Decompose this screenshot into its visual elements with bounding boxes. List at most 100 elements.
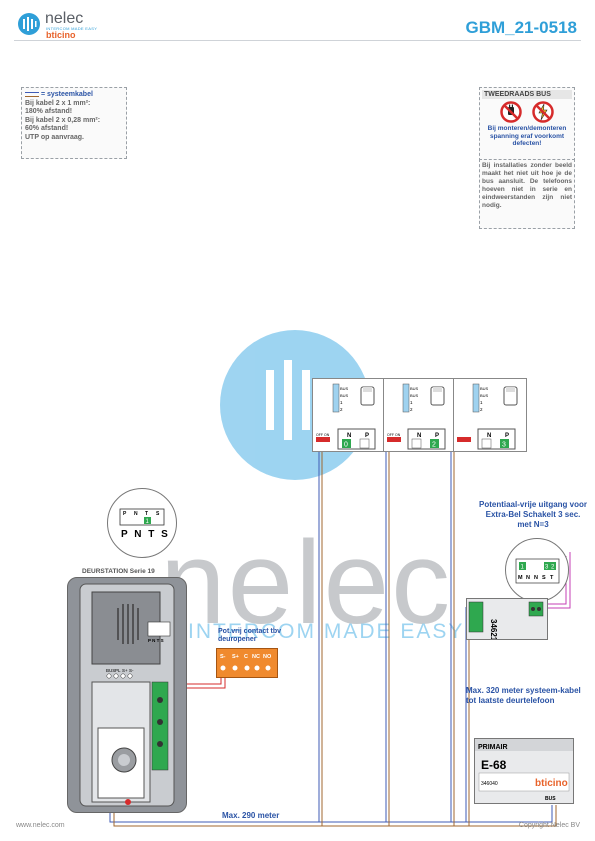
psu-label: PRIMAIR [478,744,508,751]
cable-note-line: Bij kabel 2 x 1 mm²: [25,99,91,107]
dip-top-label: P [123,511,127,517]
phone-np-label: N [417,433,421,439]
bell-dip-bottom: M [518,575,523,581]
station-terminal-label: S+ [122,668,128,673]
station-dip-labels: P N T S [148,638,164,643]
phone-unit-2[interactable]: BUS BUS 1 2 OFF ON N P 2 [383,378,455,452]
phone-terminal-label: BUS [480,386,489,391]
phone-terminal-label: BUS [410,386,419,391]
phone-terminal-label: 2 [340,407,343,412]
power-supply-drawing: PRIMAIR E-68 346040 bticino BUS [475,739,573,802]
station-terminal-label: BUS [106,668,115,673]
phone-terminal-label: BUS [340,393,349,398]
bus-warning-text: Bij monteren/demonteren spanning eraf vo… [487,125,567,147]
contact-terminal-label: NC [252,654,260,660]
phone-np-label: P [365,433,369,439]
dip-zoom-drawing: P N T S 1 P N T S [119,508,168,540]
extra-bell-module[interactable]: 346210 [466,598,548,646]
bell-dip-bottom: S [542,575,546,581]
power-supply[interactable]: PRIMAIR E-68 346040 bticino BUS [474,738,574,804]
door-station-title: DEURSTATION Serie 19 [82,568,155,575]
station-terminal-label: PL [115,668,121,673]
bus-info-box: Bij installaties zonder beeld maakt het … [479,159,575,229]
psu-model: E-68 [481,758,507,772]
phone-terminal-label: 1 [340,400,343,405]
phone-np-label: P [505,433,509,439]
dip-top-label: N [134,511,138,517]
door-station[interactable]: P N T S BUS PL S+ S- [67,577,187,813]
document-code: GBM_21-0518 [465,18,577,37]
sub-brand: bticino [46,30,76,40]
contact-terminal-label: C [244,654,248,660]
phone-terminal-label: 1 [410,400,413,405]
cable-legend: = systeemkabel [25,91,123,100]
watermark-word: nelec [160,517,453,649]
bell-dip-top: 1 [521,565,525,571]
phone-terminal-label: 1 [480,400,483,405]
extra-bell-dip-drawing: 1 3 2 M N N S T [515,558,560,584]
phone-switch-label: OFF ON [316,433,330,437]
bell-wire-magenta-1 [544,552,571,609]
phone-unit-drawing: BUS BUS 1 2 OFF ON N P 0 [316,383,376,450]
dip-value: 1 [146,519,150,525]
cable-note-line: UTP op aanvraag. [25,133,85,141]
bell-dip-bottom: N [526,575,530,581]
psu-bus-label: BUS [545,796,556,802]
phone-address: 0 [344,442,348,449]
bus-info-text: Bij installaties zonder beeld maakt het … [482,162,572,209]
distance-note: Max. 320 meter systeem-kabel tot laatste… [466,686,581,705]
bus-warning-title: TWEEDRAADS BUS [482,90,572,99]
footer-copyright: Copyright Nelec BV [518,822,580,829]
phone-np-label: N [347,433,351,439]
bell-dip-bottom: N [534,575,538,581]
contact-terminal-label: S+ [232,654,239,660]
phone-np-label: P [435,433,439,439]
phone-address: 2 [432,442,436,449]
station-terminal-label: S- [129,668,134,673]
extra-bell-module-drawing: 346210 [468,601,544,646]
phone-address: 3 [502,442,506,449]
bell-dip-top: 3 [545,565,549,571]
phone-terminal-label: BUS [480,393,489,398]
contact-terminal-label: S- [220,654,226,660]
psu-code: 346040 [481,781,498,787]
phone-terminal-label: BUS [340,386,349,391]
contact-relay[interactable]: S- S+ C NC NO [216,648,278,678]
extra-bell-zoom: 1 3 2 M N N S T [505,538,569,602]
phone-terminal-label: BUS [410,393,419,398]
bell-dip-bottom: T [550,575,554,581]
nelec-logo-icon [18,13,40,35]
bus-warning-box: TWEEDRAADS BUS Bij monteren/demonteren s… [479,87,575,161]
brand-name: nelec [45,10,84,27]
header-divider [14,40,581,41]
watermark-tagline: INTERCOM MADE EASY [188,620,465,643]
brand-tagline: INTERCOM MADE EASY [46,26,98,31]
dip-zoom-circle: P N T S 1 P N T S [107,488,177,558]
cable-note-line: Bij kabel 2 x 0,28 mm²: [25,116,101,124]
contact-terminal-label: NO [263,654,272,660]
contact-caption: Pot.vrij contact tbv deuropener [218,628,282,643]
phone-unit-1[interactable]: BUS BUS 1 2 OFF ON N P 0 [312,378,385,452]
phone-unit-drawing: BUS BUS 1 2 OFF ON N P 2 [387,383,446,450]
cable-legend-line-icon [25,91,39,97]
bell-dip-top: 2 [551,565,555,571]
dip-top-label: T [145,511,148,517]
module-code: 346210 [489,619,498,639]
phone-np-label: N [487,433,491,439]
psu-brand: bticino [535,778,568,789]
cable-note-line: 180% afstand! [25,108,73,115]
extra-bell-caption: Potentiaal-vrije uitgang voor Extra-Bel … [478,500,587,529]
cable-note-box: = systeemkabel Bij kabel 2 x 1 mm²: 180%… [21,87,127,159]
footer-url[interactable]: www.nelec.com [16,822,65,829]
dip-top-label: S [156,511,160,517]
phone-unit-3[interactable]: BUS BUS 1 2 N P 3 [453,378,527,452]
door-station-drawing: P N T S BUS PL S+ S- [79,583,175,807]
no-voltage-icon [532,101,554,123]
max-distance-label: Max. 290 meter [222,811,280,820]
phone-switch-label: OFF ON [387,433,401,437]
no-plug-icon [500,101,522,123]
phone-terminal-label: 2 [480,407,483,412]
phone-terminal-label: 2 [410,407,413,412]
contact-relay-drawing: S- S+ C NC NO [220,654,272,671]
cable-note-line: 60% afstand! [25,125,69,132]
